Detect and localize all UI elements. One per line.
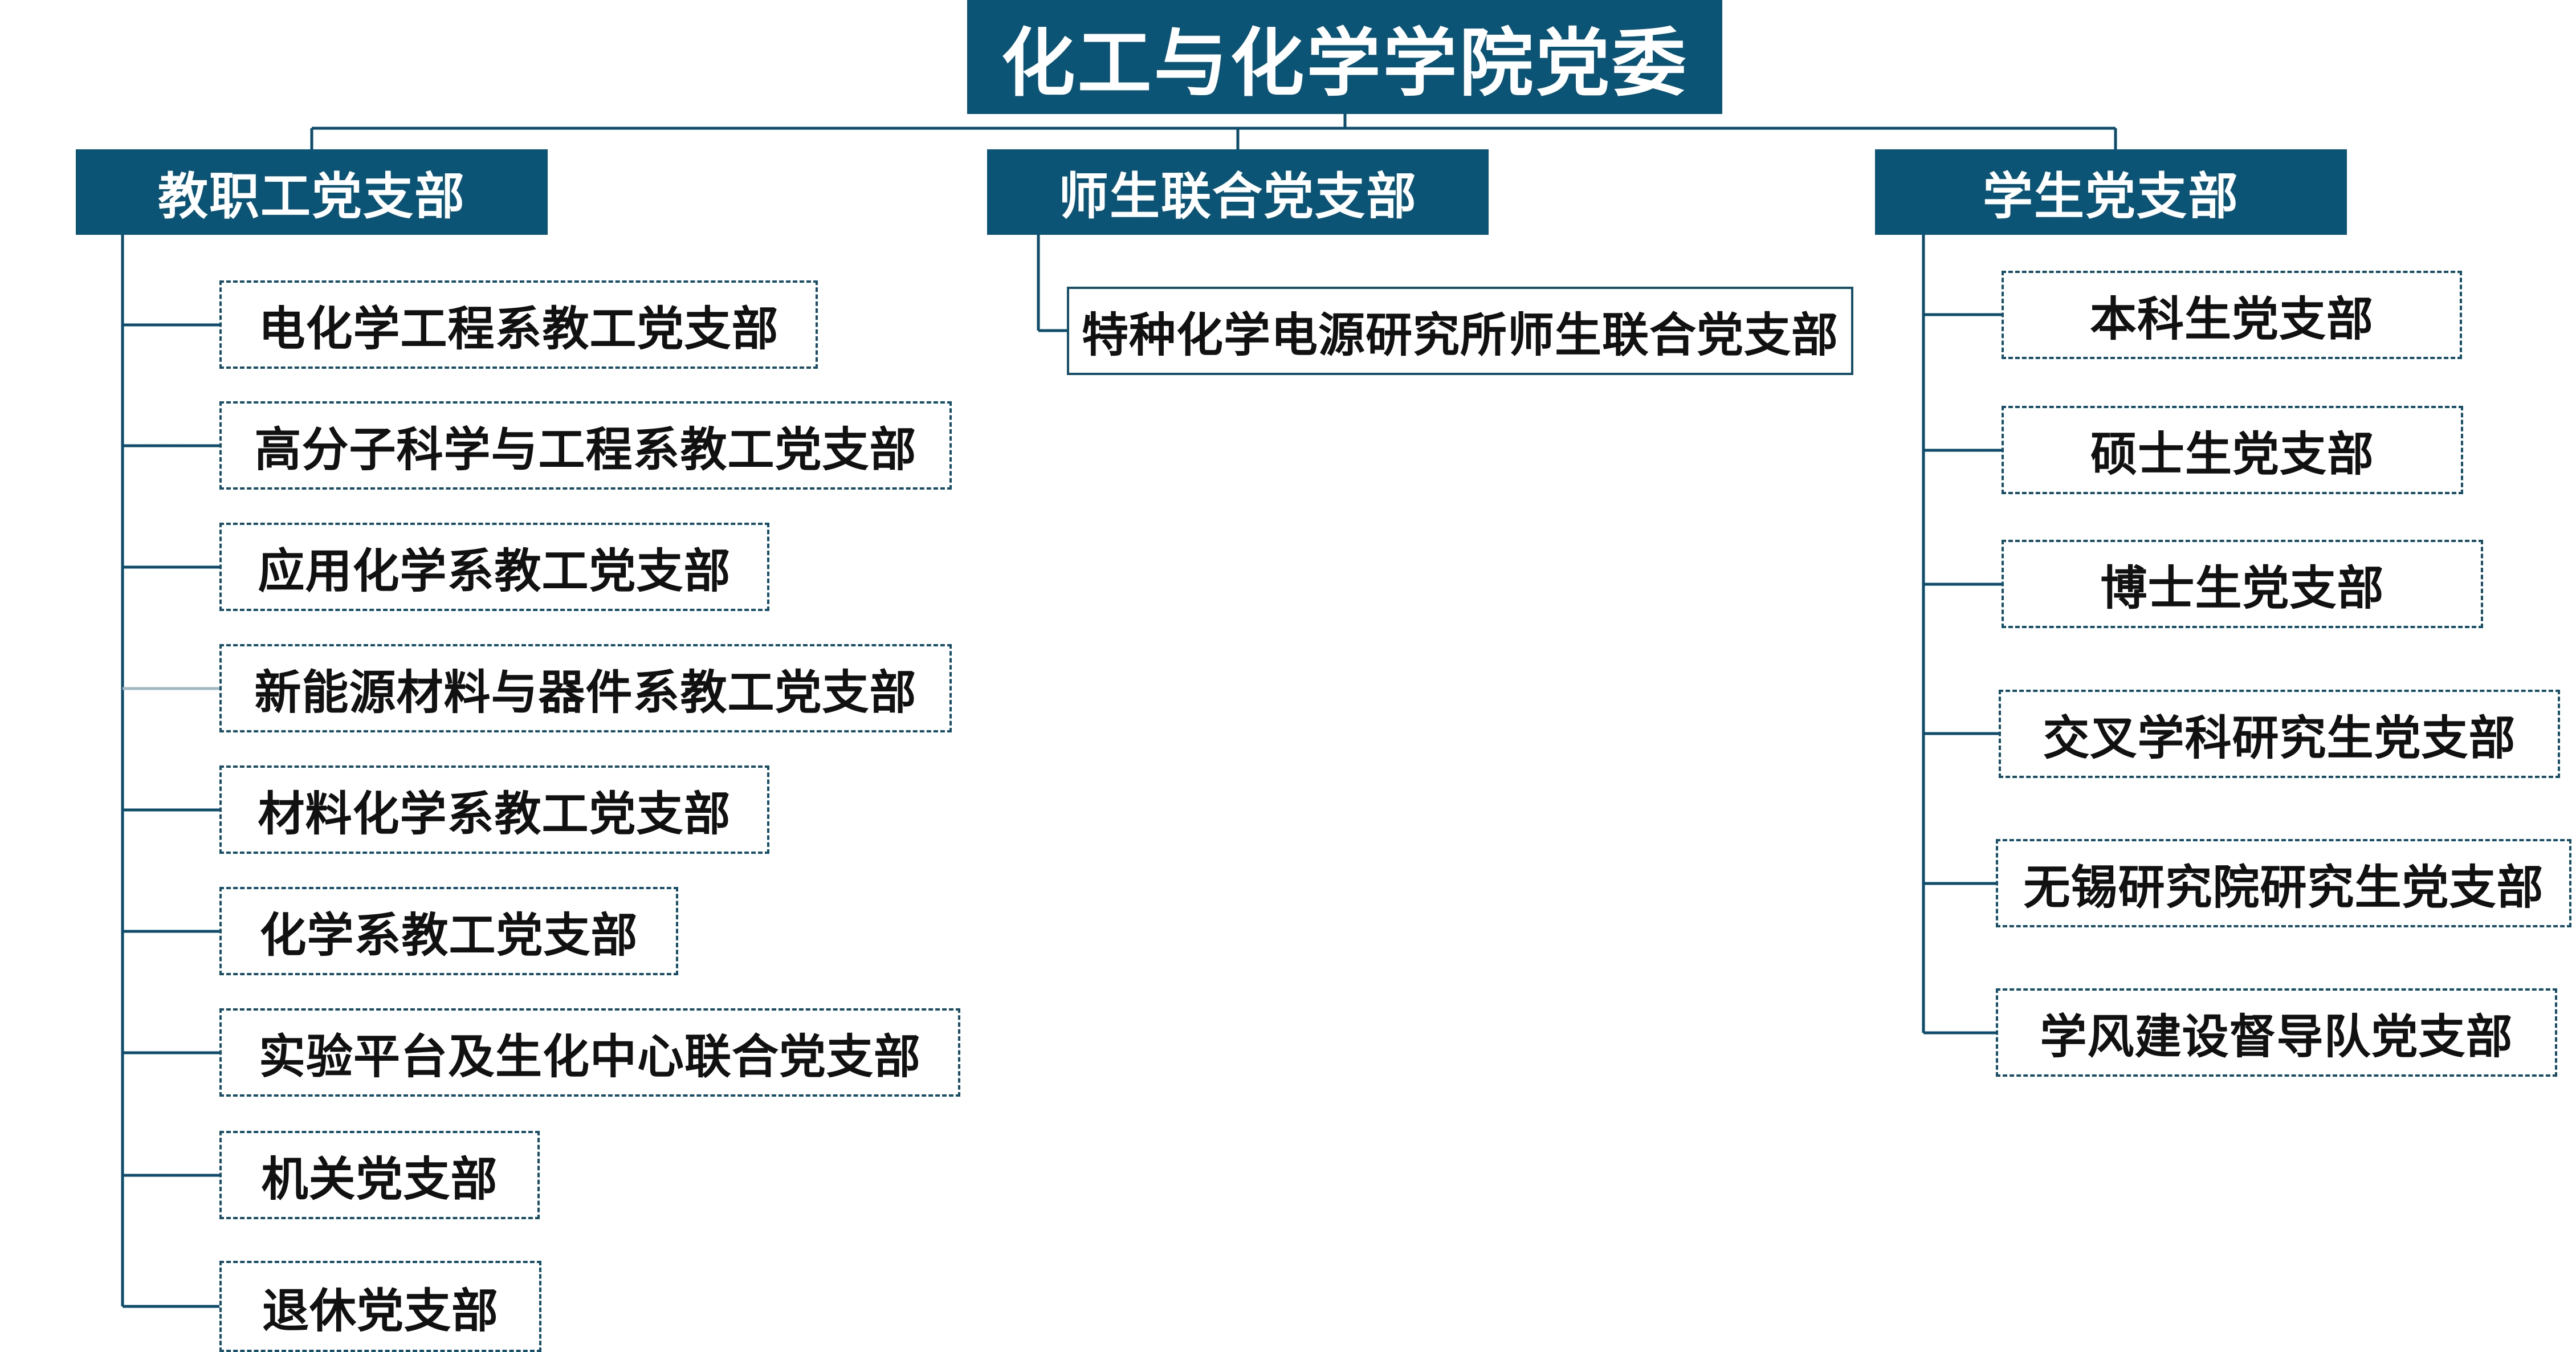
leaf-node: 材料化学系教工党支部 <box>219 765 769 854</box>
leaf-node: 本科生党支部 <box>2002 271 2462 359</box>
leaf-node: 无锡研究院研究生党支部 <box>1996 839 2571 927</box>
leaf-node: 学风建设督导队党支部 <box>1996 988 2557 1077</box>
leaf-node: 特种化学电源研究所师生联合党支部 <box>1067 287 1853 375</box>
leaf-node: 应用化学系教工党支部 <box>219 523 769 611</box>
branch-node-joint: 师生联合党支部 <box>987 149 1489 235</box>
leaf-node: 高分子科学与工程系教工党支部 <box>219 401 952 490</box>
leaf-node: 化学系教工党支部 <box>219 887 678 975</box>
leaf-node: 机关党支部 <box>219 1131 540 1219</box>
leaf-node: 实验平台及生化中心联合党支部 <box>219 1008 960 1097</box>
root-node: 化工与化学学院党委 <box>967 0 1722 114</box>
leaf-node: 博士生党支部 <box>2002 540 2483 628</box>
leaf-node: 硕士生党支部 <box>2002 406 2463 494</box>
leaf-node: 电化学工程系教工党支部 <box>219 280 818 369</box>
leaf-node: 交叉学科研究生党支部 <box>1999 690 2560 778</box>
leaf-node: 退休党支部 <box>219 1261 541 1352</box>
branch-node-student: 学生党支部 <box>1875 149 2347 235</box>
leaf-node: 新能源材料与器件系教工党支部 <box>219 644 952 732</box>
branch-node-faculty: 教职工党支部 <box>76 149 548 235</box>
